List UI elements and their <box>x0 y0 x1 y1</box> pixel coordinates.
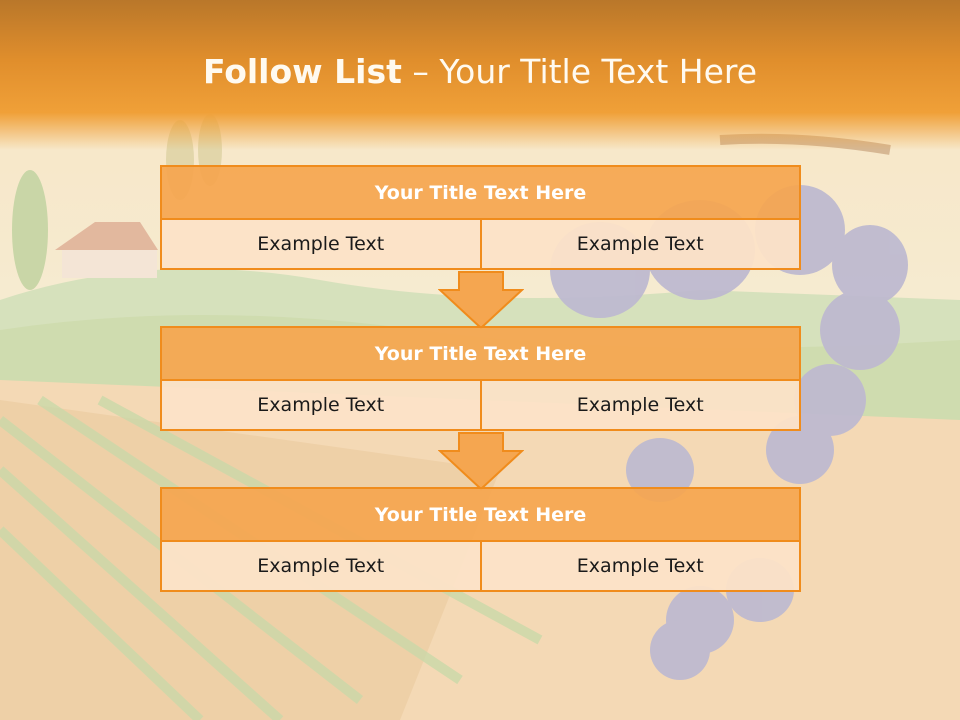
title-bold-part: Follow List <box>202 52 402 91</box>
block-cell-right[interactable]: Example Text <box>479 381 799 429</box>
list-block-2: Your Title Text Here Example Text Exampl… <box>160 326 801 431</box>
block-row: Example Text Example Text <box>160 381 801 431</box>
block-cell-left[interactable]: Example Text <box>162 220 480 268</box>
title-rest-part: – Your Title Text Here <box>401 52 758 91</box>
block-row: Example Text Example Text <box>160 542 801 592</box>
block-title[interactable]: Your Title Text Here <box>160 487 801 542</box>
list-block-1: Your Title Text Here Example Text Exampl… <box>160 165 801 270</box>
down-arrow-icon <box>438 432 524 491</box>
block-cell-left[interactable]: Example Text <box>162 542 480 590</box>
block-cell-right[interactable]: Example Text <box>479 542 799 590</box>
block-cell-left[interactable]: Example Text <box>162 381 480 429</box>
block-row: Example Text Example Text <box>160 220 801 270</box>
slide-title: Follow List – Your Title Text Here <box>0 52 960 91</box>
list-block-3: Your Title Text Here Example Text Exampl… <box>160 487 801 592</box>
block-cell-right[interactable]: Example Text <box>479 220 799 268</box>
title-banner <box>0 0 960 150</box>
down-arrow-icon <box>438 271 524 330</box>
block-title[interactable]: Your Title Text Here <box>160 326 801 381</box>
block-title[interactable]: Your Title Text Here <box>160 165 801 220</box>
